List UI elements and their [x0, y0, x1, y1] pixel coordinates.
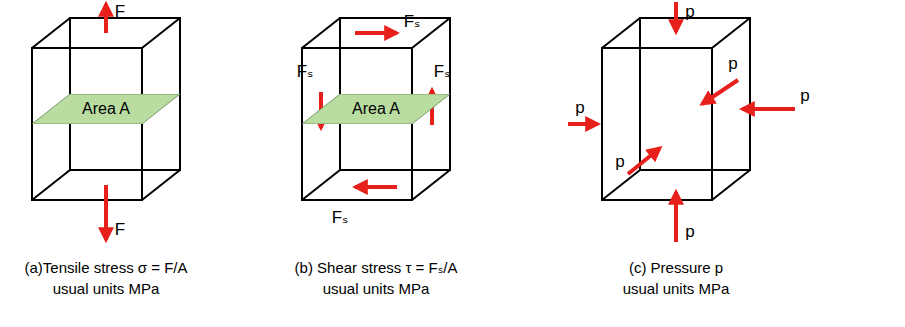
force-label: Fₛ	[434, 63, 451, 82]
area-label: Area A	[352, 100, 400, 118]
pressure-label: p	[685, 3, 694, 22]
caption-line: (a)Tensile stress σ = F/A	[24, 260, 187, 277]
caption-line: usual units MPa	[323, 281, 430, 298]
caption-line: (b) Shear stress τ = Fₛ/A	[295, 260, 458, 277]
area-plane: Area A	[302, 94, 450, 124]
pressure-label: p	[575, 99, 584, 118]
area-plane: Area A	[32, 94, 180, 124]
pressure-label: p	[728, 55, 737, 74]
area-label: Area A	[82, 100, 130, 118]
pressure-label: p	[615, 153, 624, 172]
force-label: F	[115, 3, 125, 22]
caption-line: usual units MPa	[53, 281, 160, 298]
force-label: Fₛ	[297, 63, 314, 82]
force-label: Fₛ	[332, 209, 349, 228]
pressure-label: p	[800, 87, 809, 106]
caption-line: (c) Pressure p	[629, 260, 723, 277]
caption-line: usual units MPa	[623, 281, 730, 298]
pressure-label: p	[685, 223, 694, 242]
force-label: Fₛ	[404, 13, 421, 32]
force-label: F	[115, 221, 125, 240]
